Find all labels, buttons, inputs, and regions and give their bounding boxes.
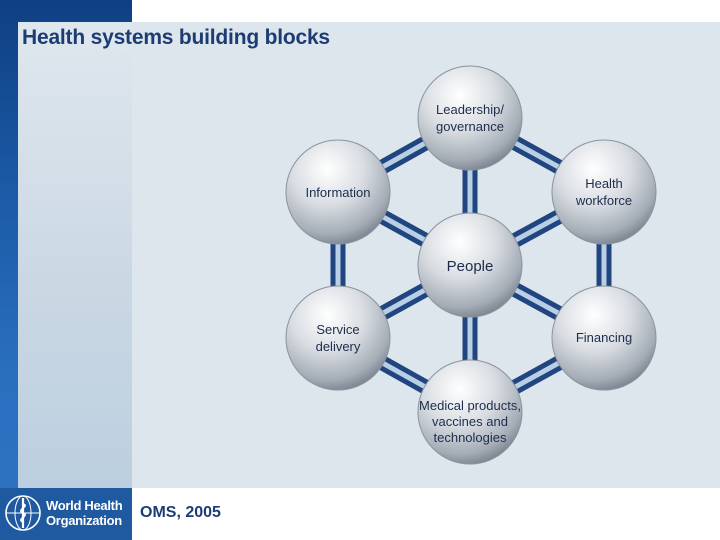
node-medical: Medical products, vaccines and technolog…	[417, 359, 523, 465]
node-service-line1: Service	[316, 322, 359, 337]
who-logo-text: World Health Organization	[46, 498, 123, 528]
node-financing: Financing	[551, 285, 657, 391]
node-leadership-line1: Leadership/	[436, 102, 504, 117]
node-service: Service delivery	[285, 285, 391, 391]
node-workforce-line1: Health	[585, 176, 623, 191]
node-financing-line1: Financing	[576, 330, 632, 345]
node-leadership: Leadership/ governance	[417, 65, 523, 171]
who-logo-line1: World Health	[46, 498, 123, 513]
node-medical-line3: technologies	[434, 430, 507, 445]
source-citation: OMS, 2005	[140, 504, 221, 521]
node-people: People	[417, 212, 523, 318]
node-service-line2: delivery	[316, 339, 361, 354]
slide-title: Health systems building blocks	[22, 26, 330, 49]
node-workforce: Health workforce	[551, 139, 657, 245]
node-information: Information	[285, 139, 391, 245]
node-medical-line1: Medical products,	[419, 398, 521, 413]
node-workforce-line2: workforce	[575, 193, 632, 208]
who-logo-line2: Organization	[46, 513, 122, 528]
node-medical-line2: vaccines and	[432, 414, 508, 429]
node-information-line1: Information	[305, 185, 370, 200]
node-people-line1: People	[447, 258, 494, 275]
node-leadership-line2: governance	[436, 119, 504, 134]
who-emblem-icon	[5, 495, 41, 531]
sidebar-panel	[18, 22, 132, 488]
